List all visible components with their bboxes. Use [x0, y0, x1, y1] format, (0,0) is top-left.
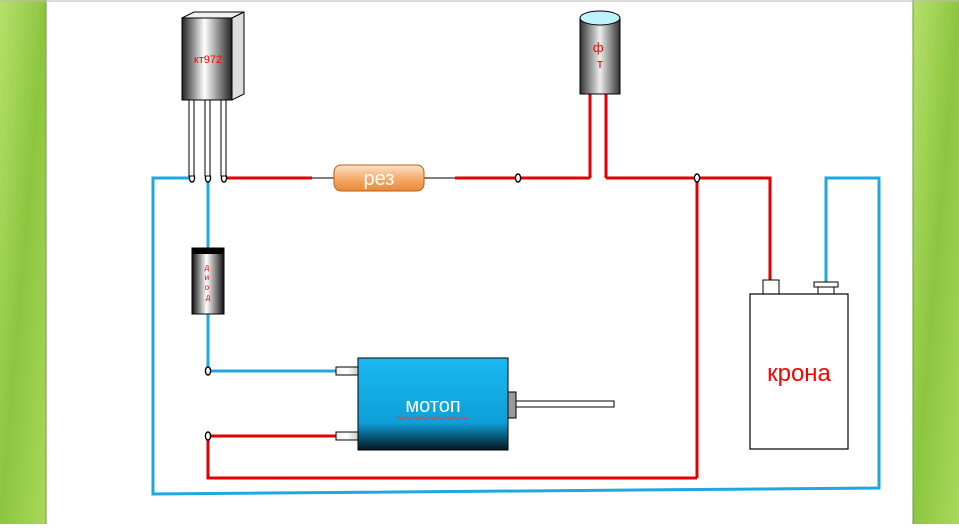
diode-label: д и о д	[205, 263, 212, 302]
resistor-label: рез	[364, 168, 395, 190]
spellcheck-underline	[395, 416, 469, 420]
battery-label: крона	[767, 360, 831, 387]
battery: крона	[749, 279, 849, 450]
transistor: кт972	[181, 11, 245, 177]
photo-label-line: т	[597, 56, 603, 71]
phototransistor: ф т	[579, 10, 621, 95]
resistor: рез	[312, 164, 455, 192]
red-wires	[206, 94, 772, 480]
motor: мотоп	[335, 357, 615, 451]
photo-label: ф т	[593, 40, 607, 71]
photo-label-line: ф	[593, 40, 604, 55]
motor-label: мотоп	[405, 395, 460, 417]
transistor-label: кт972	[194, 54, 222, 66]
left-green-border	[0, 0, 46, 524]
blue-wires	[151, 176, 881, 496]
right-green-border	[913, 0, 959, 524]
diode: д и о д	[191, 247, 225, 315]
